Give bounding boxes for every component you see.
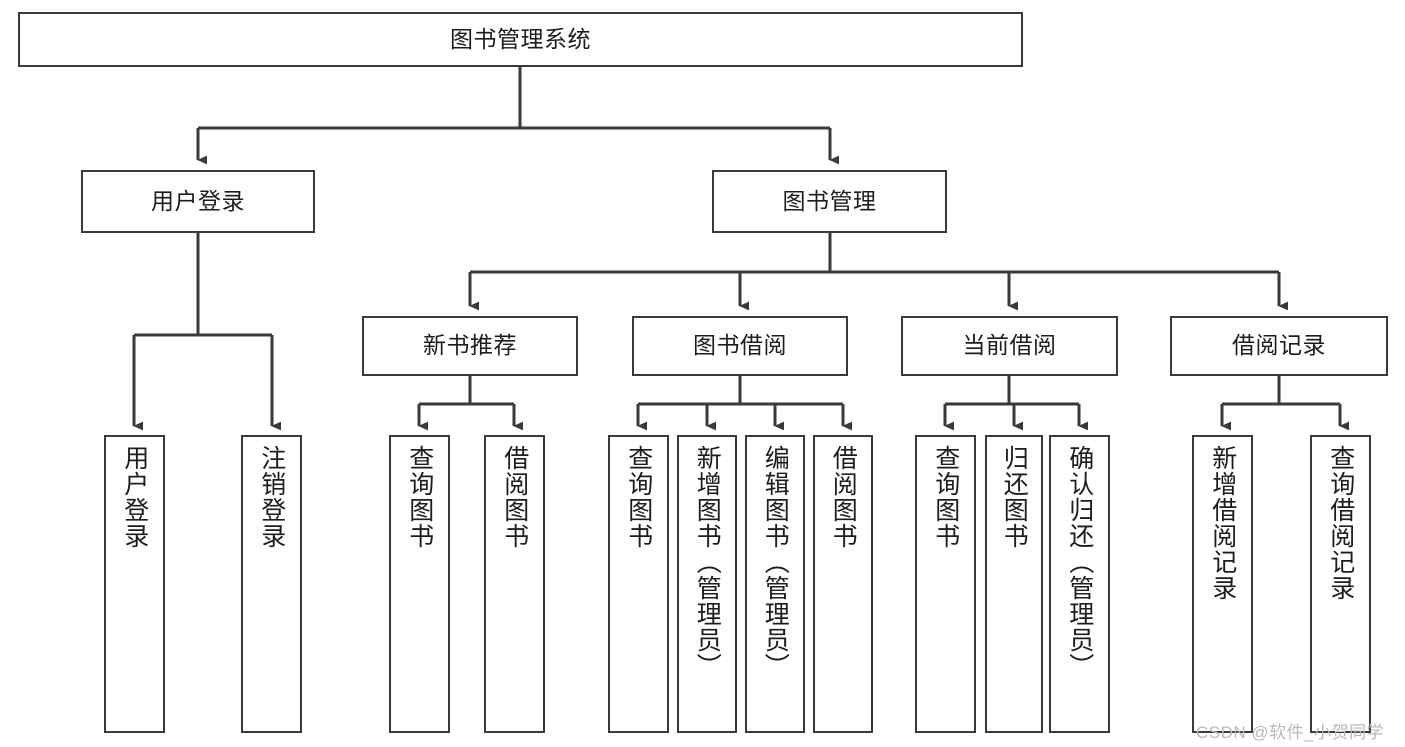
node-leaf-query-borrow-record-label: 查询借阅记录 [1326, 445, 1355, 601]
node-leaf-edit-book-label: 编辑图书（管理员） [761, 445, 790, 679]
node-user-login-label: 用户登录 [151, 187, 245, 214]
node-root-label: 图书管理系统 [450, 25, 591, 52]
node-leaf-query-book-current[interactable]: 查询图书 [915, 435, 976, 733]
node-new-book-recommend[interactable]: 新书推荐 [362, 316, 578, 376]
node-new-book-recommend-label: 新书推荐 [423, 332, 517, 359]
node-book-borrow[interactable]: 图书借阅 [632, 316, 848, 376]
node-leaf-user-logout-label: 注销登录 [257, 445, 286, 549]
node-book-manage-label: 图书管理 [782, 187, 877, 214]
node-leaf-user-login[interactable]: 用户登录 [104, 435, 165, 733]
node-leaf-edit-book[interactable]: 编辑图书（管理员） [745, 435, 805, 733]
node-book-borrow-label: 图书借阅 [693, 332, 787, 359]
node-leaf-borrow-book-recommend-label: 借阅图书 [500, 445, 529, 549]
node-leaf-borrow-book[interactable]: 借阅图书 [813, 435, 873, 733]
node-borrow-record-label: 借阅记录 [1232, 332, 1326, 359]
node-leaf-add-book[interactable]: 新增图书（管理员） [677, 435, 737, 733]
node-leaf-user-login-label: 用户登录 [120, 445, 149, 549]
node-leaf-query-book-recommend-label: 查询图书 [405, 445, 434, 549]
node-current-borrow-label: 当前借阅 [962, 332, 1057, 359]
node-leaf-add-book-label: 新增图书（管理员） [693, 445, 722, 679]
node-leaf-query-book-borrow-label: 查询图书 [624, 445, 653, 549]
node-user-login[interactable]: 用户登录 [81, 170, 315, 233]
node-leaf-confirm-return-label: 确认归还（管理员） [1065, 445, 1094, 679]
node-leaf-add-borrow-record[interactable]: 新增借阅记录 [1192, 435, 1253, 733]
node-leaf-add-borrow-record-label: 新增借阅记录 [1208, 445, 1237, 601]
node-leaf-query-borrow-record[interactable]: 查询借阅记录 [1310, 435, 1371, 733]
node-borrow-record[interactable]: 借阅记录 [1170, 316, 1388, 376]
node-current-borrow[interactable]: 当前借阅 [901, 316, 1118, 376]
node-leaf-borrow-book-label: 借阅图书 [829, 445, 858, 549]
node-root[interactable]: 图书管理系统 [18, 12, 1023, 67]
node-leaf-query-book-current-label: 查询图书 [931, 445, 960, 549]
node-leaf-user-logout[interactable]: 注销登录 [241, 435, 302, 733]
node-leaf-return-book-label: 归还图书 [1000, 445, 1029, 549]
node-leaf-borrow-book-recommend[interactable]: 借阅图书 [484, 435, 545, 733]
node-leaf-query-book-borrow[interactable]: 查询图书 [608, 435, 669, 733]
node-leaf-return-book[interactable]: 归还图书 [985, 435, 1043, 733]
node-leaf-query-book-recommend[interactable]: 查询图书 [389, 435, 450, 733]
node-leaf-confirm-return[interactable]: 确认归还（管理员） [1049, 435, 1110, 733]
node-book-manage[interactable]: 图书管理 [712, 170, 947, 233]
